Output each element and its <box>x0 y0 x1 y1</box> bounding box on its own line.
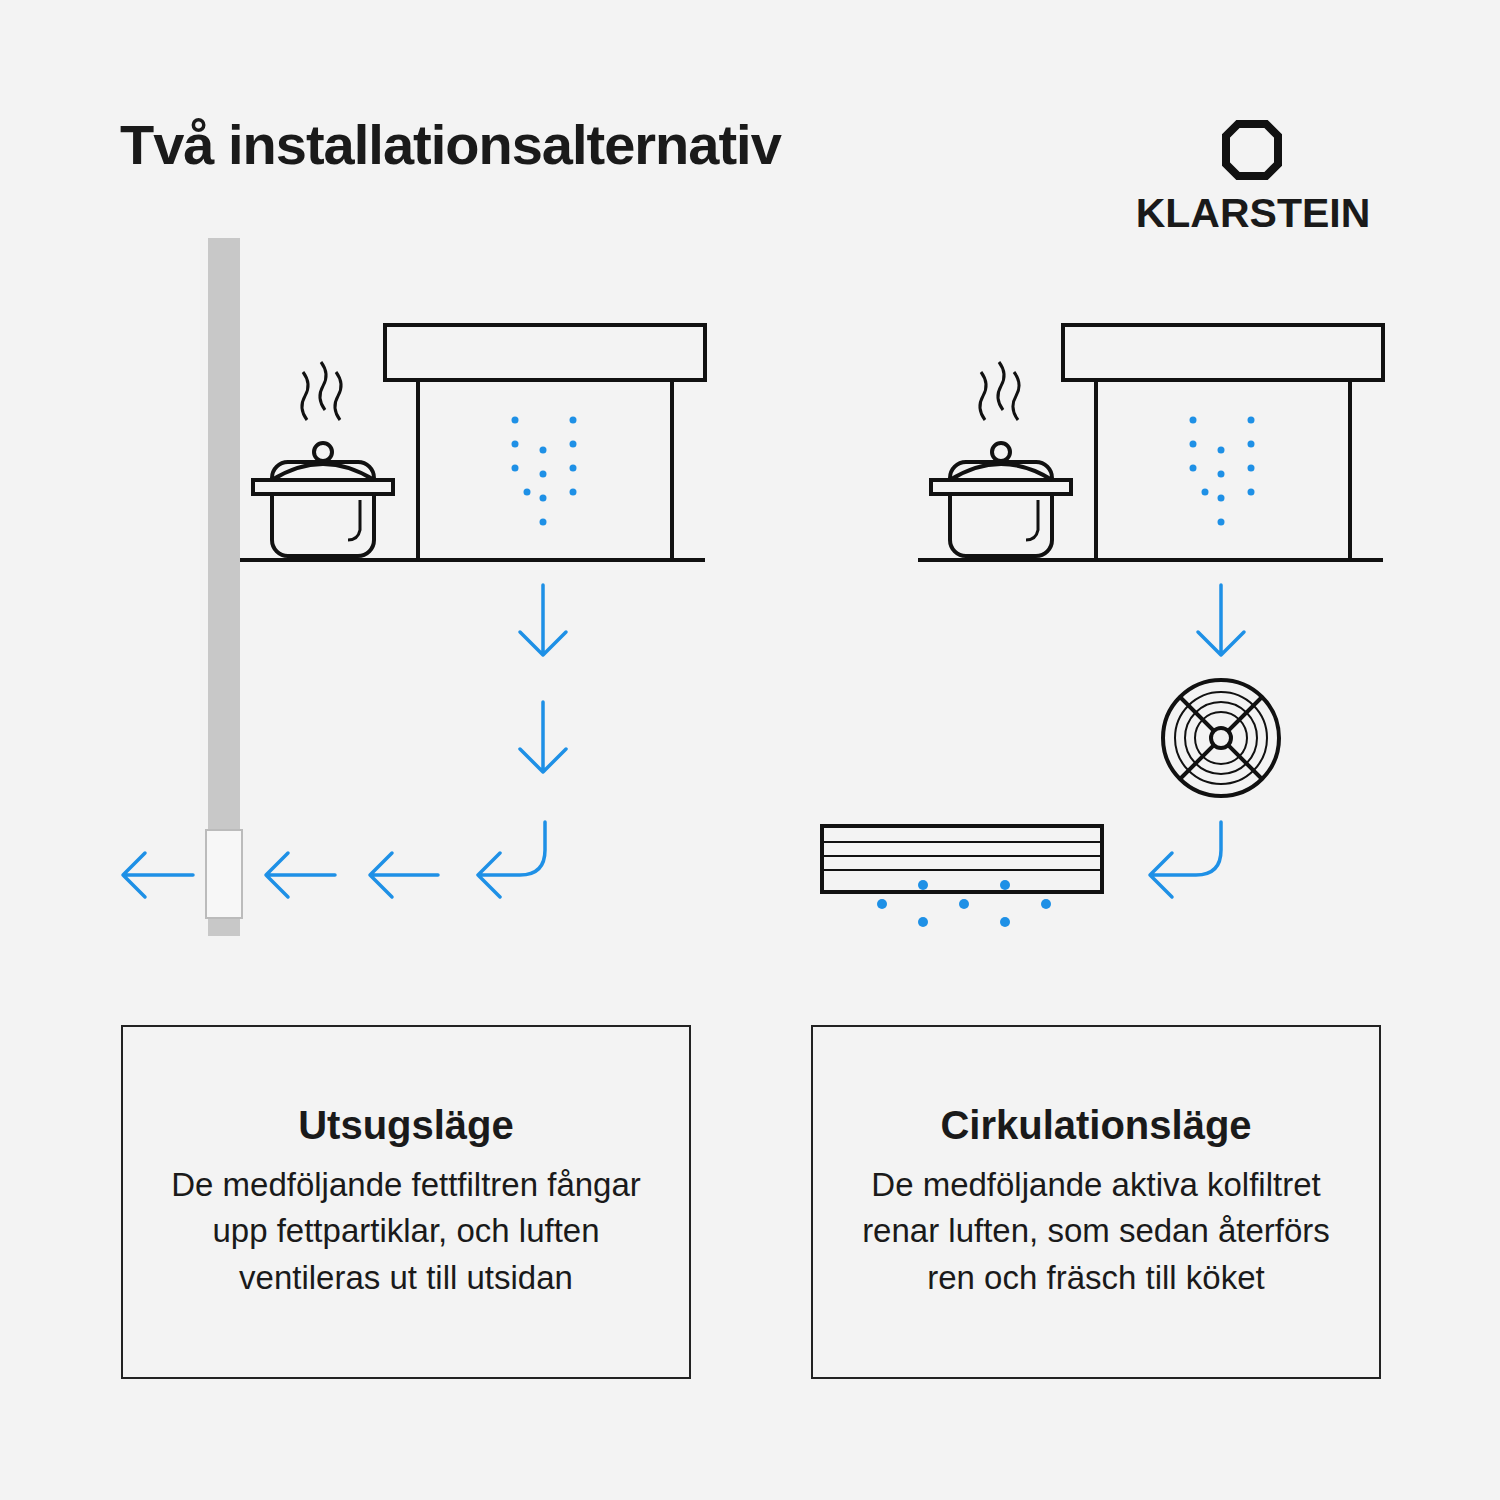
illustration-part <box>822 842 1102 870</box>
illustration-part <box>370 853 438 897</box>
illustration-part <box>1181 698 1261 778</box>
brand-label: KLARSTEIN <box>1136 190 1371 237</box>
illustration-part <box>877 880 1051 927</box>
mode-heading: Cirkulationsläge <box>940 1103 1251 1148</box>
mode-box: Cirkulationsläge De medföljande aktiva ko… <box>811 1025 1381 1379</box>
illustration-part <box>520 702 566 772</box>
fan-symbol <box>1163 680 1279 796</box>
illustration-part <box>123 853 193 897</box>
illustration-part <box>1175 692 1267 784</box>
illustration-part <box>478 822 545 897</box>
mode-box: Utsugsläge De medföljande fettfiltren fån… <box>121 1025 691 1379</box>
illustration-part <box>1211 728 1231 748</box>
illustration-part <box>1041 899 1051 909</box>
title: Två installationsalternativ <box>120 112 781 177</box>
illustration-part <box>877 899 887 909</box>
illustration-part <box>918 325 1383 655</box>
illustration-part <box>240 325 705 655</box>
illustration-part <box>1226 124 1278 176</box>
illustration-part <box>1000 917 1010 927</box>
mode-description: De medföljande fettfiltren fångar upp fe… <box>157 1162 655 1301</box>
mode-description: De medföljande aktiva kolfiltret renar l… <box>847 1162 1345 1301</box>
logo-mark <box>1226 124 1278 176</box>
duct-outlet <box>206 830 242 918</box>
airflow-arrows <box>1150 822 1221 897</box>
illustration-part <box>1150 822 1221 897</box>
illustration-part <box>959 899 969 909</box>
carbon-filter <box>822 826 1102 927</box>
airflow-arrows <box>123 702 566 897</box>
illustration-part <box>918 917 928 927</box>
illustration-part <box>822 826 1102 892</box>
illustration-part <box>266 853 335 897</box>
mode-heading: Utsugsläge <box>298 1103 514 1148</box>
illustration-part <box>1163 680 1279 796</box>
illustration-part <box>1000 880 1010 890</box>
illustration-part <box>918 880 928 890</box>
